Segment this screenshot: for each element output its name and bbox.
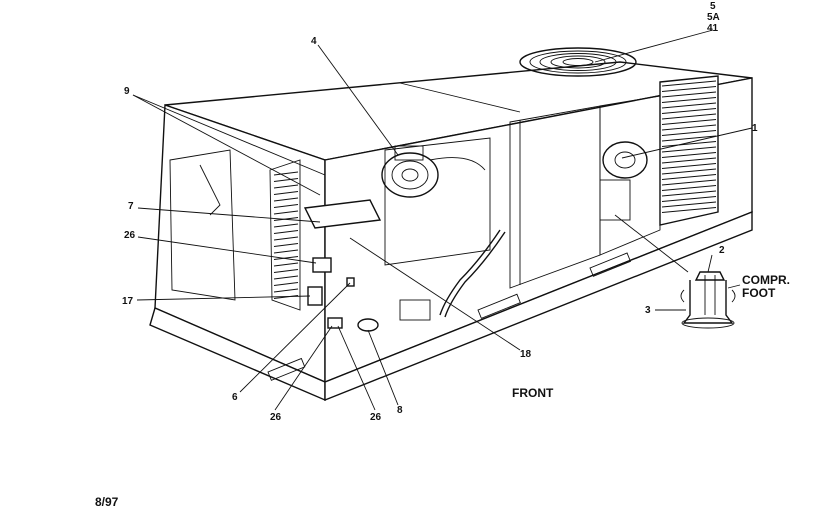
- callout-4: 4: [311, 36, 317, 47]
- condenser-coil-grille: [659, 75, 719, 226]
- callout-26-lower-right: 26: [370, 412, 382, 423]
- compr-label-line1: COMPR.: [742, 273, 790, 287]
- callout-8: 8: [397, 405, 403, 416]
- leader-lines: [132, 29, 753, 411]
- callout-26-lower-left: 26: [270, 412, 282, 423]
- callout-26-upper: 26: [124, 230, 136, 241]
- callout-17: 17: [122, 296, 134, 307]
- callout-5: 5: [710, 1, 716, 12]
- compressor-foot-inset: [680, 271, 736, 329]
- callout-7: 7: [128, 201, 134, 212]
- callout-2: 2: [719, 245, 725, 256]
- callout-5a: 5A: [707, 12, 720, 23]
- left-interior: [169, 149, 431, 332]
- text-labels: COMPR. FOOT FRONT 8/97: [95, 273, 790, 509]
- callout-41: 41: [707, 23, 719, 34]
- date-code: 8/97: [95, 495, 119, 509]
- callout-1: 1: [752, 123, 758, 134]
- callout-labels: 1 2 3 4 5 5A 41 6 7 8 9 17 18 26 26 26: [122, 1, 758, 423]
- compr-label-line2: FOOT: [742, 286, 776, 300]
- front-label: FRONT: [512, 386, 554, 400]
- condenser-fan-guard: [519, 47, 637, 77]
- compressor-area: [599, 141, 648, 221]
- callout-9: 9: [124, 86, 130, 97]
- callout-3: 3: [645, 305, 651, 316]
- blower-compartment: [381, 137, 506, 318]
- callout-18: 18: [520, 349, 532, 360]
- callout-6: 6: [232, 392, 238, 403]
